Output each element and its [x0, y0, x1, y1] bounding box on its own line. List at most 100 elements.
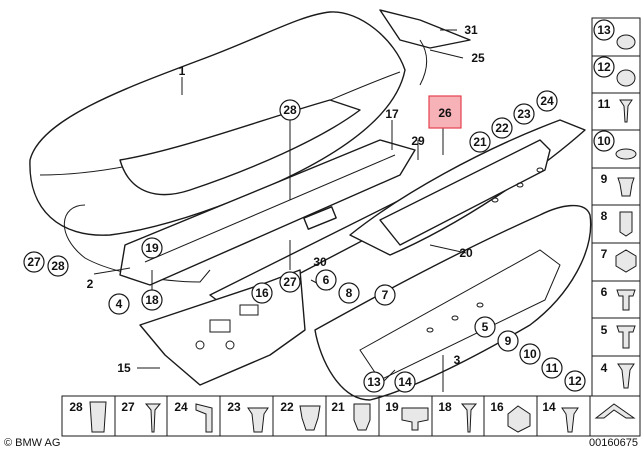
svg-text:27: 27 [121, 400, 135, 414]
svg-text:21: 21 [473, 135, 487, 149]
callout-14a: 14 [394, 371, 416, 393]
callout-23a: 23 [513, 103, 535, 125]
svg-text:22: 22 [495, 121, 509, 135]
svg-text:3: 3 [454, 353, 461, 367]
svg-text:7: 7 [382, 288, 389, 302]
bottom-item-19: 19 [385, 400, 429, 431]
plug-icon [353, 403, 371, 431]
bottom-parts-row: 28 27 24 23 22 21 19 18 16 14 [61, 395, 641, 437]
cap-icon [616, 69, 636, 87]
svg-text:8: 8 [346, 286, 353, 300]
highlighted-part-26[interactable]: 26 [428, 95, 462, 129]
svg-text:28: 28 [283, 103, 297, 117]
clip-icon [619, 211, 633, 237]
callout-18a: 18 [141, 289, 163, 311]
clamp-icon [401, 407, 429, 431]
svg-text:11: 11 [546, 361, 559, 375]
callout-27a: 27 [23, 251, 45, 273]
svg-text:31: 31 [464, 23, 478, 37]
side-item-7: 7 [601, 247, 637, 273]
side-parts-column: 13 12 11 10 9 8 7 6 5 4 [591, 17, 641, 397]
washer-icon [615, 148, 637, 160]
svg-text:22: 22 [280, 400, 294, 414]
callout-8a: 8 [338, 282, 360, 304]
svg-text:29: 29 [411, 134, 425, 148]
side-item-10: 10 [593, 130, 637, 160]
svg-text:30: 30 [313, 255, 327, 269]
bottom-item-16: 16 [490, 400, 531, 433]
side-item-8: 8 [601, 209, 633, 237]
svg-text:7: 7 [601, 247, 608, 261]
side-item-11: 11 [598, 97, 633, 123]
svg-text:21: 21 [331, 400, 345, 414]
screw-icon [619, 99, 633, 123]
svg-text:1: 1 [179, 64, 186, 78]
trunk-lid [29, 9, 471, 236]
callout-16a: 16 [251, 282, 273, 304]
svg-text:4: 4 [116, 297, 123, 311]
svg-text:9: 9 [505, 334, 512, 348]
svg-text:11: 11 [598, 97, 611, 111]
callouts: 28 19 18 27 28 27 16 4 6 8 7 21 22 23 24… [23, 90, 586, 393]
screw-icon [460, 403, 478, 433]
svg-text:27: 27 [27, 255, 41, 269]
cap-icon [616, 34, 636, 50]
side-item-9: 9 [601, 172, 635, 197]
svg-text:28: 28 [69, 400, 83, 414]
callout-7a: 7 [374, 284, 396, 306]
bottom-item-22: 22 [280, 400, 321, 431]
svg-text:23: 23 [227, 400, 241, 414]
svg-text:14: 14 [398, 375, 412, 389]
svg-text:26: 26 [438, 106, 452, 120]
callout-4a: 4 [108, 293, 130, 315]
svg-text:2: 2 [87, 277, 94, 291]
svg-text:5: 5 [601, 323, 608, 337]
callout-24a: 24 [536, 90, 558, 112]
svg-text:8: 8 [601, 209, 608, 223]
grommet-icon [299, 405, 321, 431]
svg-text:15: 15 [117, 361, 131, 375]
bottom-item-21: 21 [331, 400, 371, 431]
svg-text:28: 28 [51, 259, 65, 273]
callout-21a: 21 [469, 131, 491, 153]
bolt-icon [561, 407, 579, 433]
bottom-item-24: 24 [174, 400, 213, 433]
side-item-4: 4 [601, 361, 635, 389]
rivet-icon [616, 325, 636, 349]
bracket-clip-icon [195, 403, 213, 433]
svg-text:19: 19 [145, 241, 159, 255]
svg-text:16: 16 [255, 286, 269, 300]
svg-text:16: 16 [490, 400, 504, 414]
svg-text:19: 19 [385, 400, 399, 414]
clip-icon [617, 177, 635, 197]
svg-text:4: 4 [601, 361, 608, 375]
bottom-item-14: 14 [542, 400, 579, 433]
svg-text:9: 9 [601, 172, 608, 186]
screw-icon [617, 363, 635, 389]
callout-6a: 6 [315, 269, 337, 291]
svg-text:27: 27 [283, 275, 297, 289]
nut-icon [507, 405, 531, 433]
callout-10a: 10 [519, 343, 541, 365]
tail-trim-panel [349, 119, 586, 256]
callout-28a: 28 [279, 99, 301, 121]
callout-22a: 22 [491, 117, 513, 139]
bottom-item-27: 27 [121, 400, 162, 433]
svg-text:6: 6 [323, 273, 330, 287]
side-item-13: 13 [593, 19, 636, 50]
callout-9a: 9 [497, 330, 519, 352]
spoiler-strip [419, 39, 428, 86]
callout-5a: 5 [474, 316, 496, 338]
side-item-12: 12 [593, 56, 636, 87]
expansion-rivet-icon [247, 407, 269, 433]
arrow-icon [594, 403, 636, 419]
svg-text:12: 12 [597, 60, 611, 74]
svg-text:13: 13 [597, 23, 611, 37]
svg-text:18: 18 [145, 293, 159, 307]
seal [63, 204, 211, 283]
svg-text:6: 6 [601, 285, 608, 299]
side-item-6: 6 [601, 285, 636, 311]
svg-text:20: 20 [459, 246, 473, 260]
callout-27b: 27 [279, 271, 301, 293]
